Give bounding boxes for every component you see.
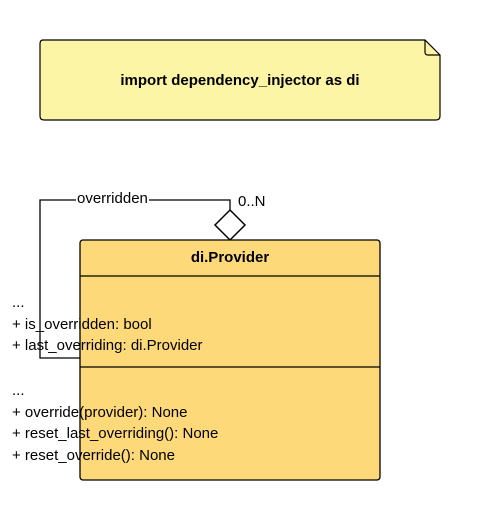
operation-item: + reset_override(): None — [12, 446, 175, 464]
operation-item: + reset_last_overriding(): None — [12, 425, 219, 442]
attributes-compartment: ... + is_overridden: bool + last_overrid… — [12, 292, 203, 357]
note-shape — [39, 39, 441, 121]
association-multiplicity: 0..N — [238, 193, 266, 210]
aggregation-diamond — [213, 208, 247, 242]
operation-item: + override(provider): None — [12, 403, 188, 421]
association-line — [39, 199, 231, 359]
operations-compartment: ... + override(provider): None + reset_l… — [12, 380, 218, 466]
attribute-item: + is_overridden: bool — [12, 315, 152, 333]
attribute-item: ... — [12, 294, 25, 311]
note-fold-corner — [424, 40, 440, 56]
class-shape — [79, 239, 381, 481]
note-import-text: import dependency_injector as di — [120, 71, 360, 89]
association-role-label: overridden — [76, 190, 149, 207]
class-name: di.Provider — [190, 249, 270, 266]
operation-item: ... — [12, 382, 25, 399]
provider-class[interactable]: di.Provider — [80, 240, 380, 480]
attribute-item: + last_overriding: di.Provider — [12, 337, 203, 354]
